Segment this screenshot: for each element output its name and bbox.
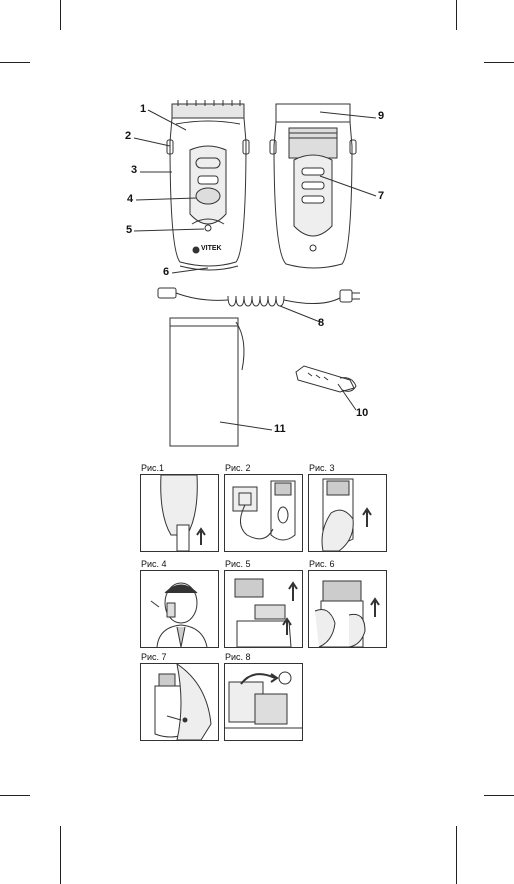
figure-1-panel bbox=[140, 474, 219, 552]
brush-drawing bbox=[296, 366, 356, 392]
figure-label-7: Рис. 7 bbox=[141, 652, 167, 662]
figure-label-3: Рис. 3 bbox=[309, 463, 335, 473]
figure-label-5: Рис. 5 bbox=[225, 559, 251, 569]
figure-label-8: Рис. 8 bbox=[225, 652, 251, 662]
callout-9: 9 bbox=[378, 110, 384, 122]
callout-8: 8 bbox=[318, 317, 324, 329]
callout-7: 7 bbox=[378, 190, 384, 202]
figure-6-panel bbox=[308, 570, 387, 648]
figure-8-panel bbox=[224, 663, 303, 741]
callout-11: 11 bbox=[274, 423, 286, 435]
figure-label-1: Рис.1 bbox=[141, 463, 164, 473]
figure-label-6: Рис. 6 bbox=[309, 559, 335, 569]
callout-10: 10 bbox=[356, 407, 368, 419]
callout-3: 3 bbox=[131, 164, 137, 176]
shaver-back-drawing bbox=[270, 104, 356, 268]
callout-2: 2 bbox=[125, 130, 131, 142]
power-cord-drawing bbox=[158, 288, 360, 306]
figure-7-panel bbox=[140, 663, 219, 741]
callout-1: 1 bbox=[140, 103, 146, 115]
callout-5: 5 bbox=[126, 224, 132, 236]
figure-4-panel bbox=[140, 570, 219, 648]
brand-logo: VITEK bbox=[201, 245, 222, 252]
callout-6: 6 bbox=[163, 266, 169, 278]
figure-2-panel bbox=[224, 474, 303, 552]
figure-3-panel bbox=[308, 474, 387, 552]
figure-label-2: Рис. 2 bbox=[225, 463, 251, 473]
pouch-drawing bbox=[170, 318, 244, 446]
figure-5-panel bbox=[224, 570, 303, 648]
figure-label-4: Рис. 4 bbox=[141, 559, 167, 569]
callout-4: 4 bbox=[127, 193, 133, 205]
